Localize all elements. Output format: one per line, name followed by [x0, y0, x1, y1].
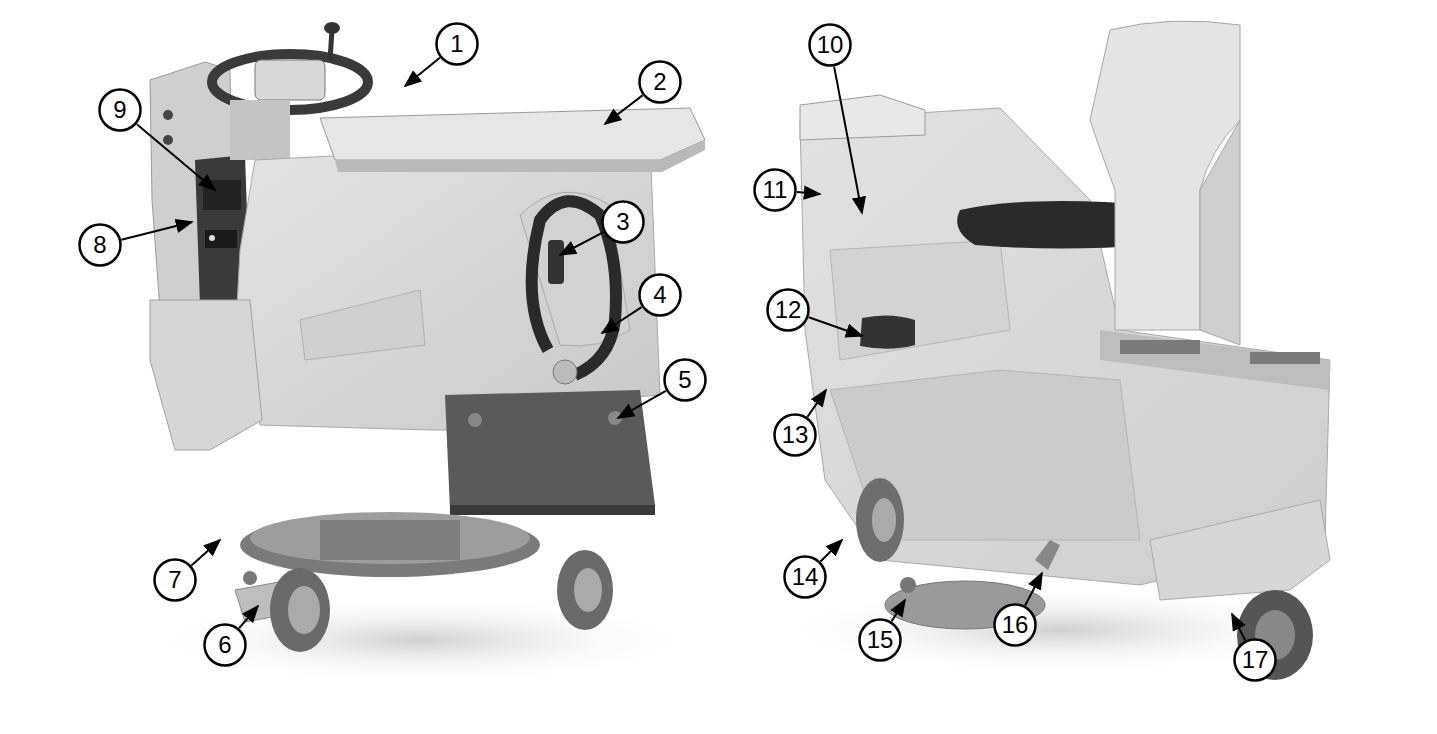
leader-line [892, 600, 905, 621]
callout-circle: 3 [601, 200, 645, 244]
leader-line [239, 606, 258, 628]
leader-line [560, 232, 604, 255]
callout-number: 1 [435, 22, 479, 66]
callout-circle: 13 [773, 413, 817, 457]
callout-number: 9 [98, 88, 142, 132]
callout-number: 7 [153, 558, 197, 602]
callout-number: 10 [808, 23, 852, 67]
callout-number: 17 [1233, 638, 1277, 682]
leader-line [807, 390, 826, 417]
callout-number: 14 [783, 555, 827, 599]
callout-circle: 15 [858, 618, 902, 662]
leader-line [821, 540, 842, 561]
callout-circle: 1 [435, 22, 479, 66]
callout-number: 12 [766, 288, 810, 332]
leader-line [618, 391, 666, 418]
callout-number: 3 [601, 200, 645, 244]
callout-circle: 8 [78, 223, 122, 267]
callout-number: 16 [993, 603, 1037, 647]
callout-circle: 12 [766, 288, 810, 332]
leader-line [602, 307, 642, 333]
callout-circle: 10 [808, 23, 852, 67]
callout-circle: 4 [638, 273, 682, 317]
callout-number: 15 [858, 618, 902, 662]
leader-line [137, 124, 215, 190]
callout-circle: 14 [783, 555, 827, 599]
leader-line [1025, 573, 1042, 605]
leader-line [605, 95, 643, 124]
callout-circle: 6 [203, 623, 247, 667]
callout-number: 8 [78, 223, 122, 267]
callout-circle: 5 [663, 358, 707, 402]
leader-line [191, 540, 220, 565]
leader-line [405, 58, 440, 86]
leader-line [809, 317, 862, 336]
callout-circle: 16 [993, 603, 1037, 647]
leader-line [797, 192, 820, 194]
leader-line [121, 222, 192, 240]
callout-number: 2 [638, 60, 682, 104]
callout-number: 5 [663, 358, 707, 402]
callout-number: 6 [203, 623, 247, 667]
callout-circle: 9 [98, 88, 142, 132]
left-machine [140, 22, 705, 685]
callout-number: 11 [753, 168, 797, 212]
callout-circle: 11 [753, 168, 797, 212]
callout-number: 13 [773, 413, 817, 457]
leader-line [834, 67, 862, 213]
right-machine [770, 21, 1350, 680]
callout-circle: 17 [1233, 638, 1277, 682]
callout-circle: 2 [638, 60, 682, 104]
leader-line [1232, 614, 1245, 640]
callout-circle: 7 [153, 558, 197, 602]
callout-number: 4 [638, 273, 682, 317]
